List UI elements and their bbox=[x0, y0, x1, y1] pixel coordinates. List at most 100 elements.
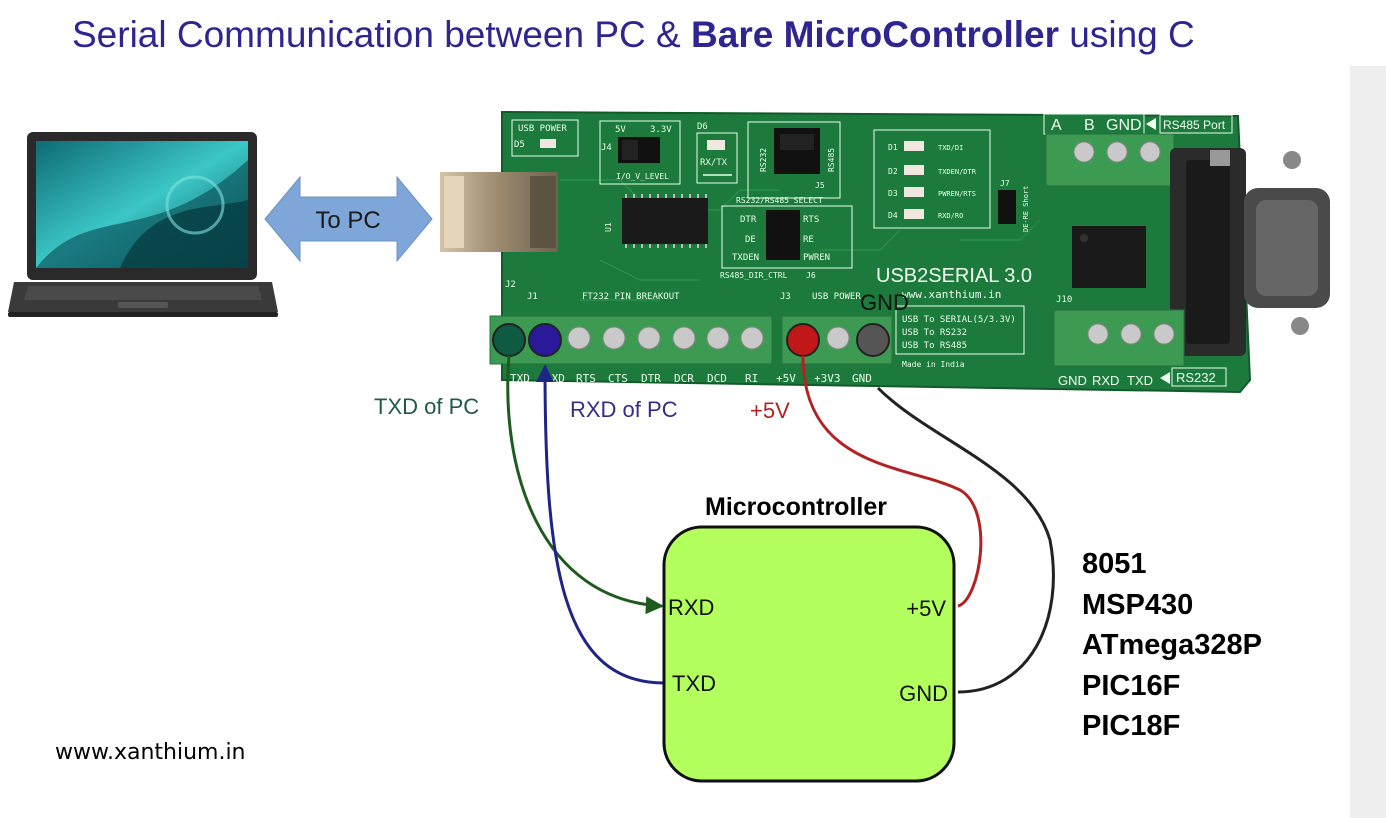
made-in-label: Made in India bbox=[902, 360, 965, 369]
rs485-vertical-label: RS485 bbox=[827, 148, 836, 172]
usb-power-j3-label: USB POWER bbox=[812, 292, 861, 302]
pin-gnd-label: GND bbox=[852, 372, 872, 385]
gnd-pin-marker bbox=[856, 323, 890, 357]
mcu-list-item: ATmega328P bbox=[1082, 629, 1262, 661]
io-v-level-label: I/O_V_LEVEL bbox=[616, 172, 669, 181]
svg-text:PWREN/RTS: PWREN/RTS bbox=[938, 190, 976, 198]
txd-of-pc-label: TXD of PC bbox=[374, 394, 479, 419]
j10-label: J10 bbox=[1056, 295, 1072, 305]
led-d4: D4 RXD/RO bbox=[888, 209, 963, 220]
j7-jumper bbox=[998, 190, 1016, 224]
website-label: www.xanthium.in bbox=[55, 740, 246, 765]
rxd-of-pc-label: RXD of PC bbox=[570, 397, 678, 422]
rx-tx-label: RX/TX bbox=[700, 158, 728, 168]
usb2serial-board: J2 USB POWER D5 5V 3.3V J4 I/O_V_LEVEL D… bbox=[440, 110, 1330, 394]
d5-label: D5 bbox=[514, 140, 525, 150]
vcc-wire bbox=[801, 355, 983, 608]
terminal-a-label: A bbox=[1051, 117, 1062, 134]
page-title: Serial Communication between PC & Bare M… bbox=[72, 14, 1195, 55]
feature-usb-rs232: USB To RS232 bbox=[902, 328, 967, 338]
pin-rts-label: RTS bbox=[576, 372, 596, 385]
pin-dcr-label: DCR bbox=[674, 372, 694, 385]
rs485-dip-chip bbox=[1072, 226, 1146, 288]
mcu-txd-label: TXD bbox=[672, 671, 716, 696]
5v-label: 5V bbox=[615, 125, 626, 135]
j5-label: J5 bbox=[815, 181, 825, 190]
ft232-breakout-label: FT232 PIN BREAKOUT bbox=[582, 292, 680, 302]
svg-text:D4: D4 bbox=[888, 211, 898, 220]
rs232-rs485-select-label: RS232/RS485 SELECT bbox=[736, 196, 823, 205]
board-name: USB2SERIAL 3.0 bbox=[876, 265, 1032, 287]
right-edge-strip bbox=[1350, 66, 1386, 818]
3v3-label: 3.3V bbox=[650, 125, 672, 135]
microcontroller-title: Microcontroller bbox=[705, 493, 887, 521]
mcu-rxd-label: RXD bbox=[668, 595, 714, 620]
mcu-list-item: PIC18F bbox=[1082, 710, 1181, 742]
rxd-pin-marker bbox=[528, 323, 562, 357]
led-d2: D2 TXDEN/DTR bbox=[888, 165, 977, 176]
svg-text:TXD/DI: TXD/DI bbox=[938, 144, 963, 152]
to-pc-arrow: To PC bbox=[264, 175, 433, 263]
j6-jumper bbox=[766, 210, 800, 260]
de-label: DE bbox=[745, 235, 756, 245]
u1-label: U1 bbox=[604, 222, 613, 232]
rs485-port-label: RS485 Port bbox=[1163, 118, 1226, 132]
d6-label: D6 bbox=[697, 122, 708, 132]
plus5v-label: +5V bbox=[750, 398, 790, 423]
rts-label: RTS bbox=[803, 215, 819, 225]
pin-3v3-label: +3V3 bbox=[814, 372, 841, 385]
db9-connector bbox=[1170, 148, 1330, 356]
pin-5v-label: +5V bbox=[776, 372, 796, 385]
mcu-5v-label: +5V bbox=[906, 596, 946, 621]
dtr-label: DTR bbox=[740, 215, 757, 225]
de-re-short-label: DE-RE Short bbox=[1022, 186, 1030, 232]
svg-text:D2: D2 bbox=[888, 167, 898, 176]
rs485-dir-ctrl-label: RS485_DIR_CTRL bbox=[720, 271, 788, 280]
usb-power-label: USB POWER bbox=[518, 124, 567, 134]
terminal-b-label: B bbox=[1084, 117, 1095, 134]
svg-text:D3: D3 bbox=[888, 189, 898, 198]
rs232-terminal-block bbox=[1053, 309, 1185, 367]
txden-label: TXDEN bbox=[732, 253, 759, 263]
pin-txd-label: TXD bbox=[510, 372, 530, 385]
rs232-vertical-label: RS232 bbox=[759, 148, 768, 172]
pin-dcd-label: DCD bbox=[707, 372, 727, 385]
j6-label: J6 bbox=[806, 271, 816, 280]
d5-led bbox=[540, 139, 556, 148]
txd-wire bbox=[506, 355, 664, 615]
pin-cts-label: CTS bbox=[608, 372, 628, 385]
mcu-gnd-label: GND bbox=[899, 681, 948, 706]
vcc-pin-marker bbox=[786, 323, 820, 357]
microcontroller-box: RXD TXD +5V GND bbox=[662, 525, 956, 783]
j4-label: J4 bbox=[601, 143, 612, 153]
rs232-rxd-label: RXD bbox=[1092, 373, 1119, 388]
rs232-port-label: RS232 bbox=[1176, 370, 1216, 385]
feature-usb-serial: USB To SERIAL(5/3.3V) bbox=[902, 315, 1016, 325]
rs232-txd-label: TXD bbox=[1127, 373, 1153, 388]
led-d3: D3 PWREN/RTS bbox=[888, 187, 976, 198]
pin-dtr-label: DTR bbox=[641, 372, 661, 385]
pin-ri-label: RI bbox=[745, 372, 758, 385]
rs485-terminal-block bbox=[1045, 133, 1175, 187]
mcu-list-item: MSP430 bbox=[1082, 588, 1194, 621]
d6-led bbox=[707, 140, 725, 150]
j1-label: J1 bbox=[527, 292, 538, 302]
to-pc-label: To PC bbox=[315, 207, 380, 234]
svg-text:D1: D1 bbox=[888, 143, 898, 152]
svg-text:TXDEN/DTR: TXDEN/DTR bbox=[938, 168, 977, 176]
txd-pin-marker bbox=[492, 323, 526, 357]
re-label: RE bbox=[803, 235, 814, 245]
mcu-list-item: PIC16F bbox=[1082, 669, 1181, 702]
terminal-gnd-label: GND bbox=[1106, 117, 1142, 134]
gnd-pin-label: GND bbox=[860, 290, 909, 315]
j7-label: J7 bbox=[1000, 179, 1010, 188]
rxd-wire bbox=[536, 364, 665, 685]
gnd-wire bbox=[876, 386, 1055, 694]
led-d1: D1 TXD/DI bbox=[888, 141, 963, 152]
mcu-list-item: 8051 bbox=[1082, 548, 1147, 580]
pin-rxd-label: RXD bbox=[545, 372, 565, 385]
j2-label: J2 bbox=[505, 280, 516, 290]
pwren-label: PWREN bbox=[803, 253, 830, 263]
svg-text:RXD/RO: RXD/RO bbox=[938, 212, 963, 220]
